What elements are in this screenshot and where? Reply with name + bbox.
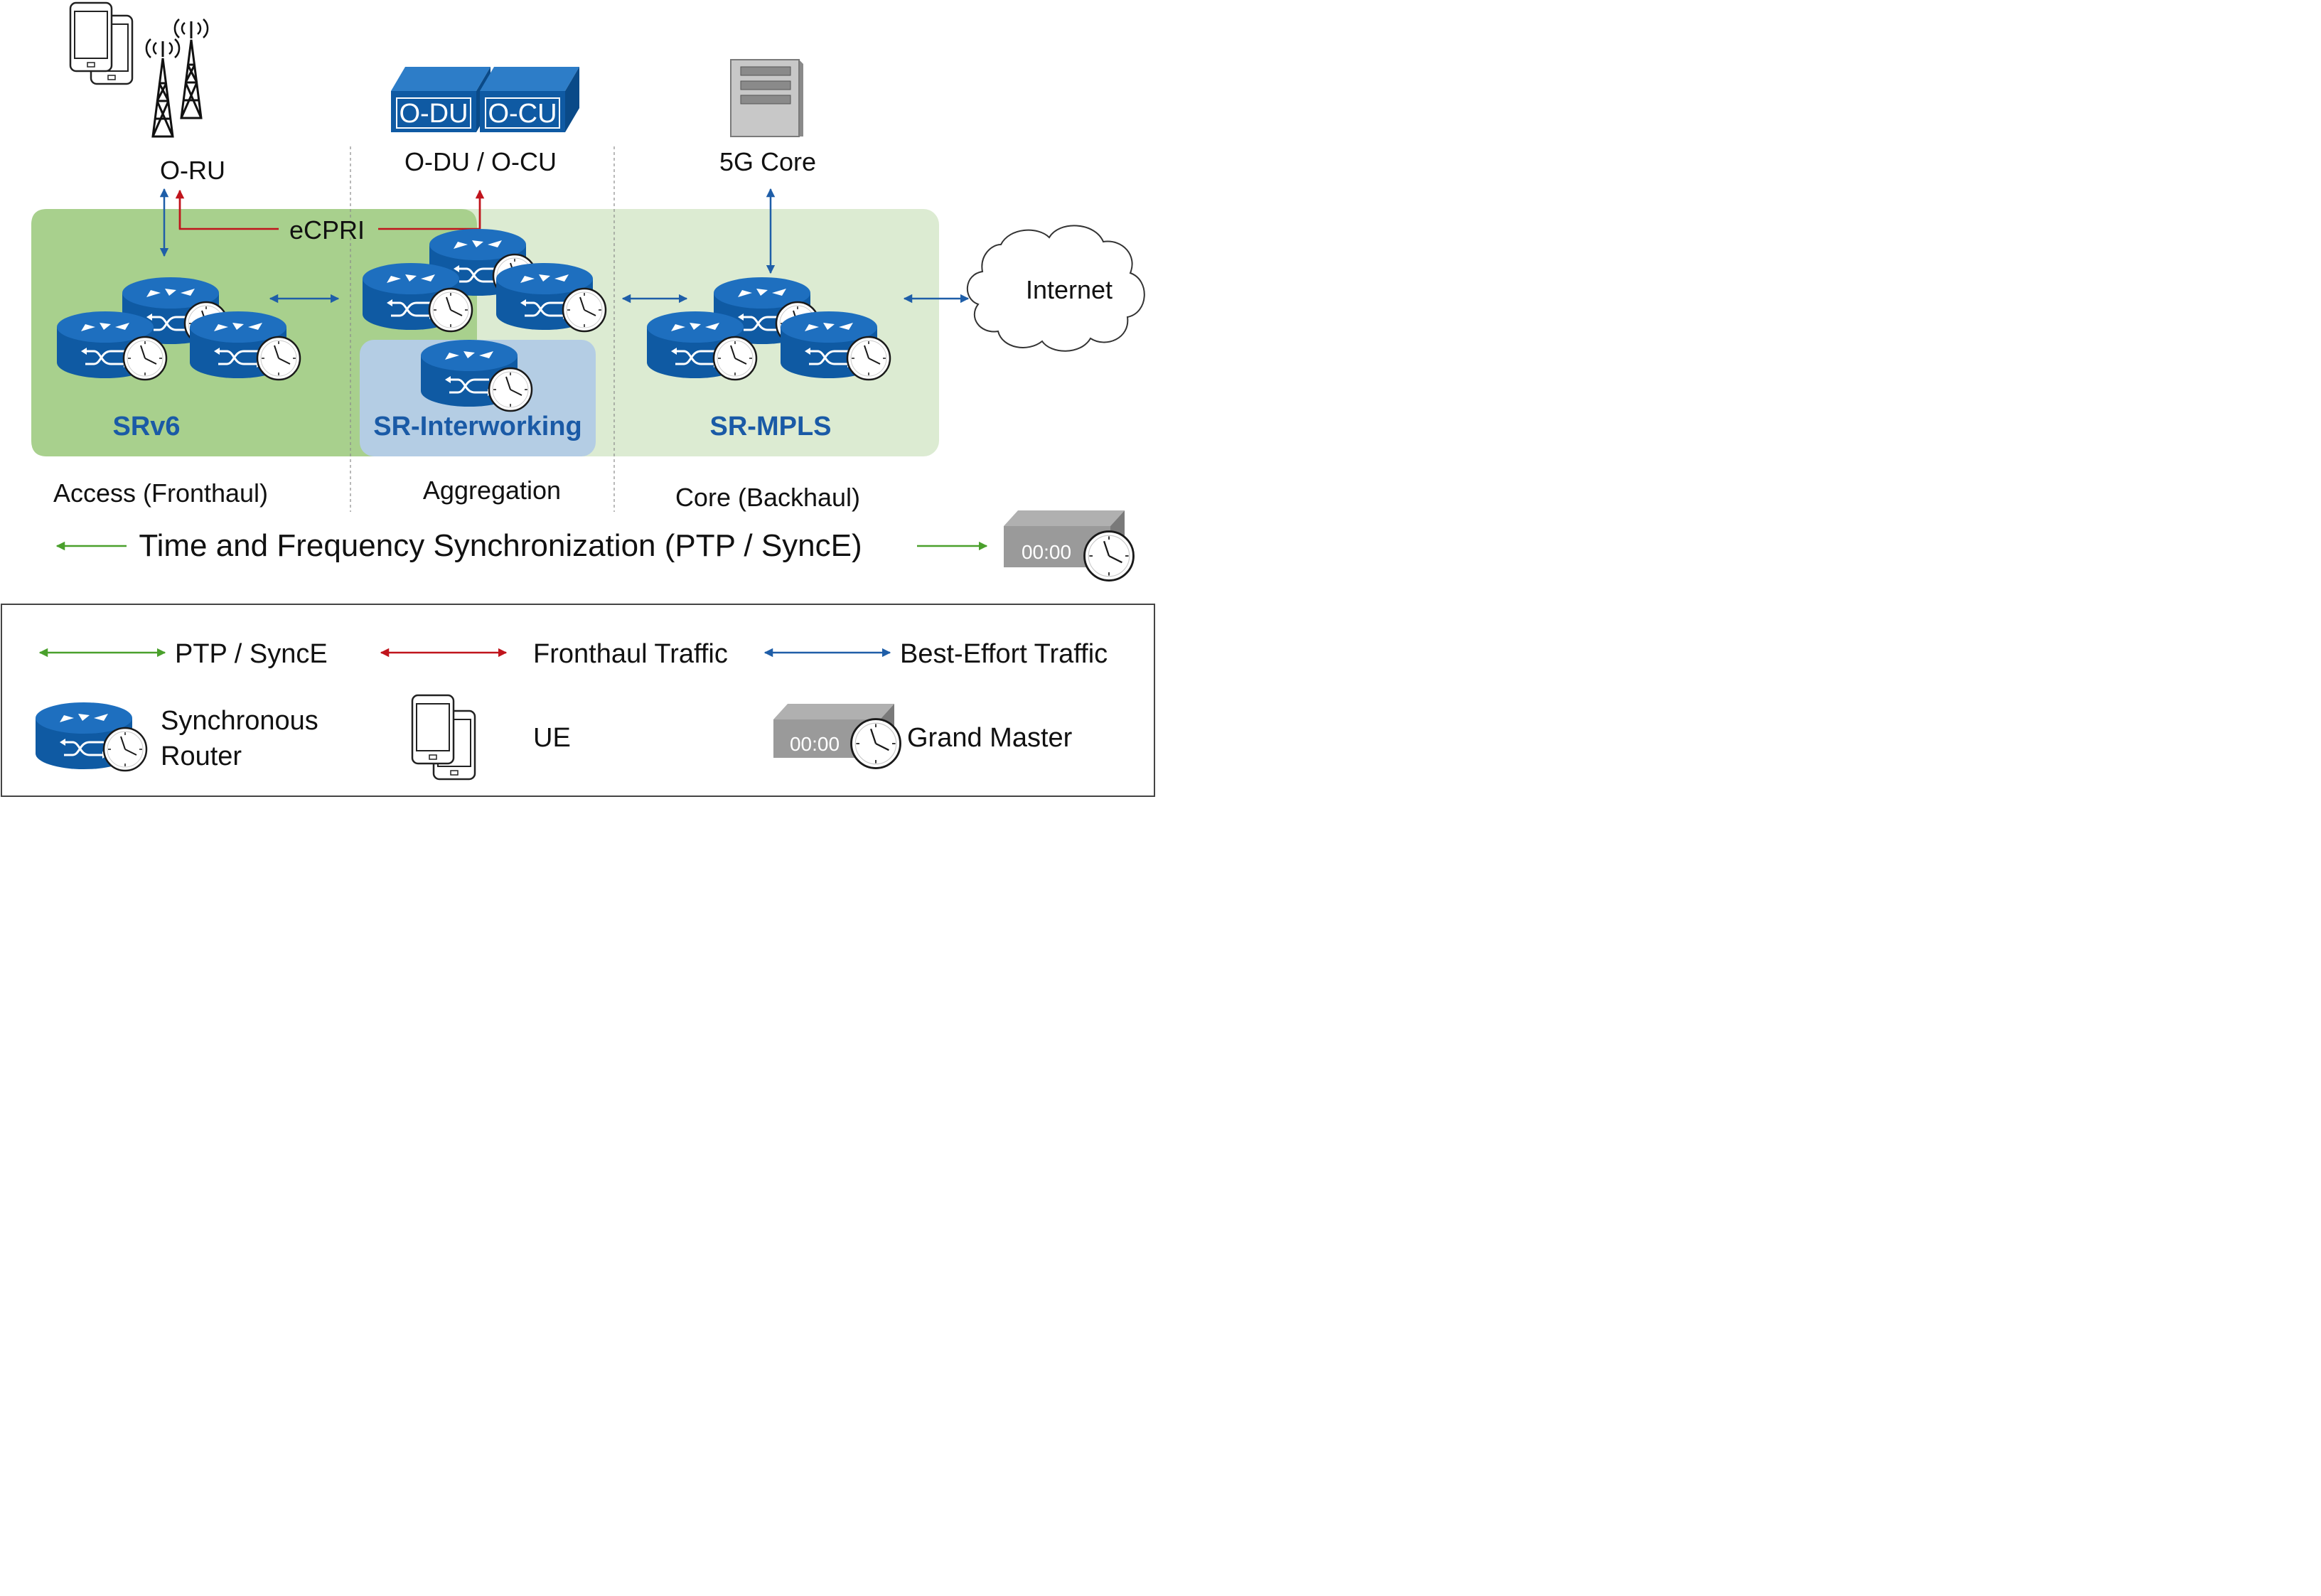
- srv6-label: SRv6: [112, 412, 180, 441]
- sr-interworking-label: SR-Interworking: [373, 412, 581, 441]
- ecpri-label: eCPRI: [289, 215, 365, 245]
- access-fronthaul-label: Access (Fronthaul): [53, 478, 268, 508]
- legend-best-effort-label: Best-Effort Traffic: [900, 639, 1108, 669]
- odu-ocu-label: O-DU / O-CU: [404, 147, 557, 176]
- internet-label: Internet: [1026, 275, 1113, 304]
- legend-ue-label: UE: [533, 723, 571, 753]
- server-icon: [730, 59, 803, 137]
- ocu-box-label: O-CU: [488, 99, 557, 129]
- legend-ptp-label: PTP / SyncE: [175, 639, 328, 669]
- aggregation-label: Aggregation: [423, 476, 561, 505]
- legend-box: [1, 604, 1155, 797]
- oru-label: O-RU: [160, 156, 225, 185]
- 5g-core-label: 5G Core: [719, 147, 816, 176]
- core-backhaul-label: Core (Backhaul): [675, 483, 860, 512]
- legend-grand-master-display: 00:00: [790, 733, 840, 755]
- legend-router-label-line1: Synchronous: [161, 706, 318, 736]
- internet-cloud-icon: [967, 225, 1145, 352]
- oru-tower-icon: [145, 18, 209, 138]
- sync-title: Time and Frequency Synchronization (PTP …: [139, 528, 862, 563]
- legend-fronthaul-label: Fronthaul Traffic: [533, 639, 728, 669]
- ocu-box: [480, 67, 579, 132]
- grand-master-display: 00:00: [1022, 541, 1071, 563]
- diagram-canvas: O-DU O-CU O-RU O-DU / O-CU 5G Core eCPRI: [1, 1, 1155, 797]
- legend-grand-master-label: Grand Master: [907, 723, 1073, 753]
- ue-phones: [69, 1, 134, 85]
- legend-router-label-line2: Router: [161, 741, 242, 771]
- sr-mpls-label: SR-MPLS: [710, 412, 832, 441]
- legend-grand-master-clock-icon: [850, 718, 901, 769]
- grand-master-clock-icon: [1083, 530, 1135, 582]
- odu-box-label: O-DU: [399, 99, 468, 129]
